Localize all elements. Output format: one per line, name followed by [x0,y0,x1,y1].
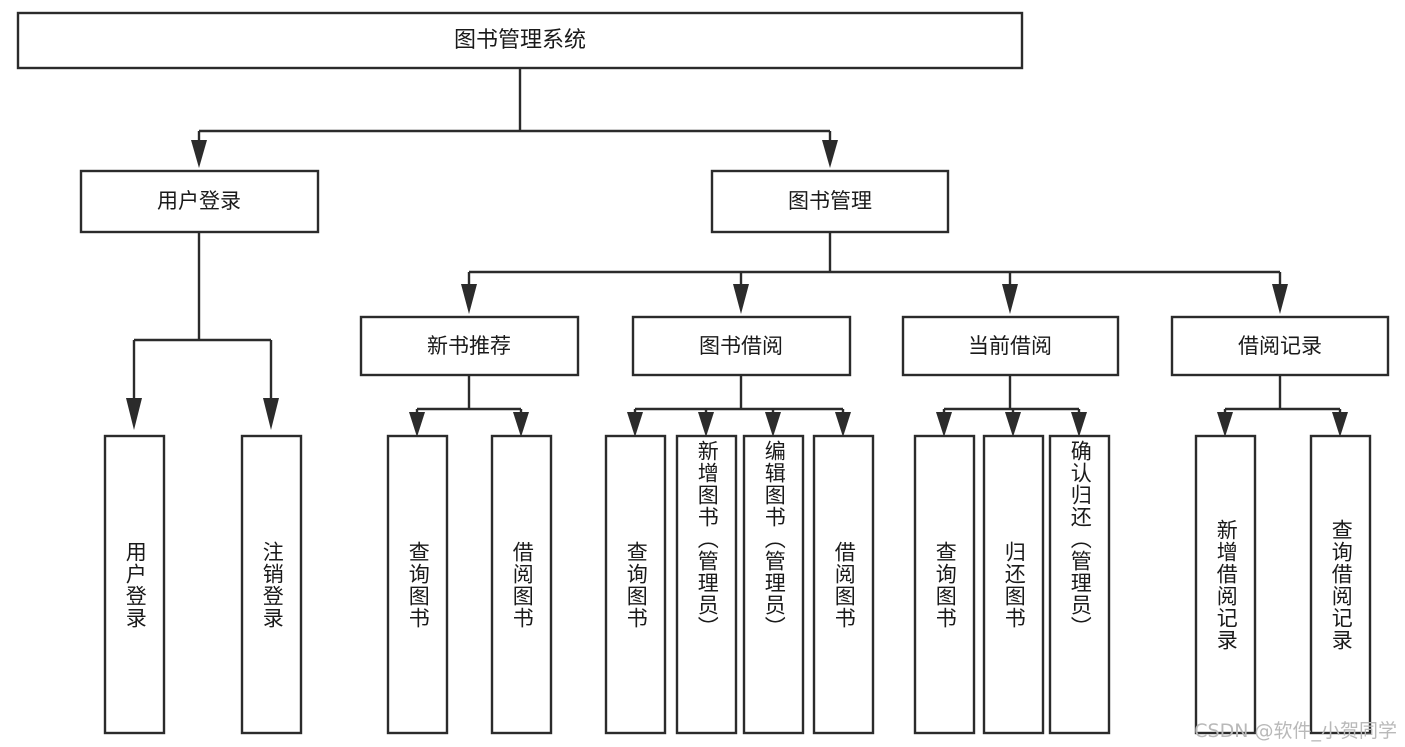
leaf-box-user-login-0[interactable] [103,434,166,735]
node-book-borrow-label: 图书借阅 [699,334,783,358]
leaf-box-current-borrow-2[interactable] [1048,434,1111,735]
node-book-borrow-box[interactable] [631,315,852,377]
csdn-watermark: CSDN @软件_小贺同学 [1194,720,1397,742]
arrow-bookborrow-leaf-4 [835,412,851,437]
node-root-box[interactable] [16,11,1024,70]
arrow-currentborrow-leaf-1 [936,412,952,437]
leaf-box-borrow-record-1[interactable] [1309,434,1372,735]
node-user-login-box[interactable] [79,169,320,234]
arrow-userlogin-leaf-1 [126,398,142,430]
arrow-newbook-leaf-2 [513,412,529,437]
node-new-book-rec-box[interactable] [359,315,580,377]
arrow-userlogin-leaf-2 [263,398,279,430]
node-current-borrow-box[interactable] [901,315,1120,377]
node-current-borrow-label: 当前借阅 [968,334,1052,358]
leaf-box-book-borrow-1[interactable] [675,434,738,735]
arrow-borrowrecord-leaf-1 [1217,412,1233,437]
leaf-box-book-borrow-2[interactable] [742,434,805,735]
leaf-box-borrow-record-0[interactable] [1194,434,1257,735]
arrow-bookborrow-leaf-3 [765,412,781,437]
leaf-box-user-login-1[interactable] [240,434,303,735]
leaf-box-current-borrow-1[interactable] [982,434,1045,735]
arrow-newbook-leaf-1 [409,412,425,437]
node-user-login-label: 用户登录 [157,189,241,213]
arrow-bookmanage-to-newbook [461,284,477,314]
arrow-bookborrow-leaf-1 [627,412,643,437]
arrow-currentborrow-leaf-3 [1071,412,1087,437]
node-book-manage-box[interactable] [710,169,950,234]
node-new-book-rec-label: 新书推荐 [427,334,511,358]
leaf-box-new-book-rec-0[interactable] [386,434,449,735]
node-borrow-record-box[interactable] [1170,315,1390,377]
node-book-manage-label: 图书管理 [788,189,872,213]
node-layer: 图书管理系统 用户登录 图书管理 新书推荐 图书借阅 当前借阅 借阅记录 [16,11,1390,735]
arrow-bookmanage-to-borrowrecord [1272,284,1288,314]
arrow-bookmanage-to-currentborrow [1002,284,1018,314]
leaf-box-book-borrow-0[interactable] [604,434,667,735]
arrow-bookborrow-leaf-2 [698,412,714,437]
node-root-label: 图书管理系统 [454,28,586,53]
leaf-box-book-borrow-3[interactable] [812,434,875,735]
arrow-bookmanage-to-bookborrow [733,284,749,314]
node-borrow-record-label: 借阅记录 [1238,334,1322,358]
connector-layer [126,68,1348,437]
leaf-box-new-book-rec-1[interactable] [490,434,553,735]
arrow-root-to-book-manage [822,140,838,168]
arrow-root-to-user-login [191,140,207,168]
leaf-box-current-borrow-0[interactable] [913,434,976,735]
arrow-currentborrow-leaf-2 [1005,412,1021,437]
arrow-borrowrecord-leaf-2 [1332,412,1348,437]
